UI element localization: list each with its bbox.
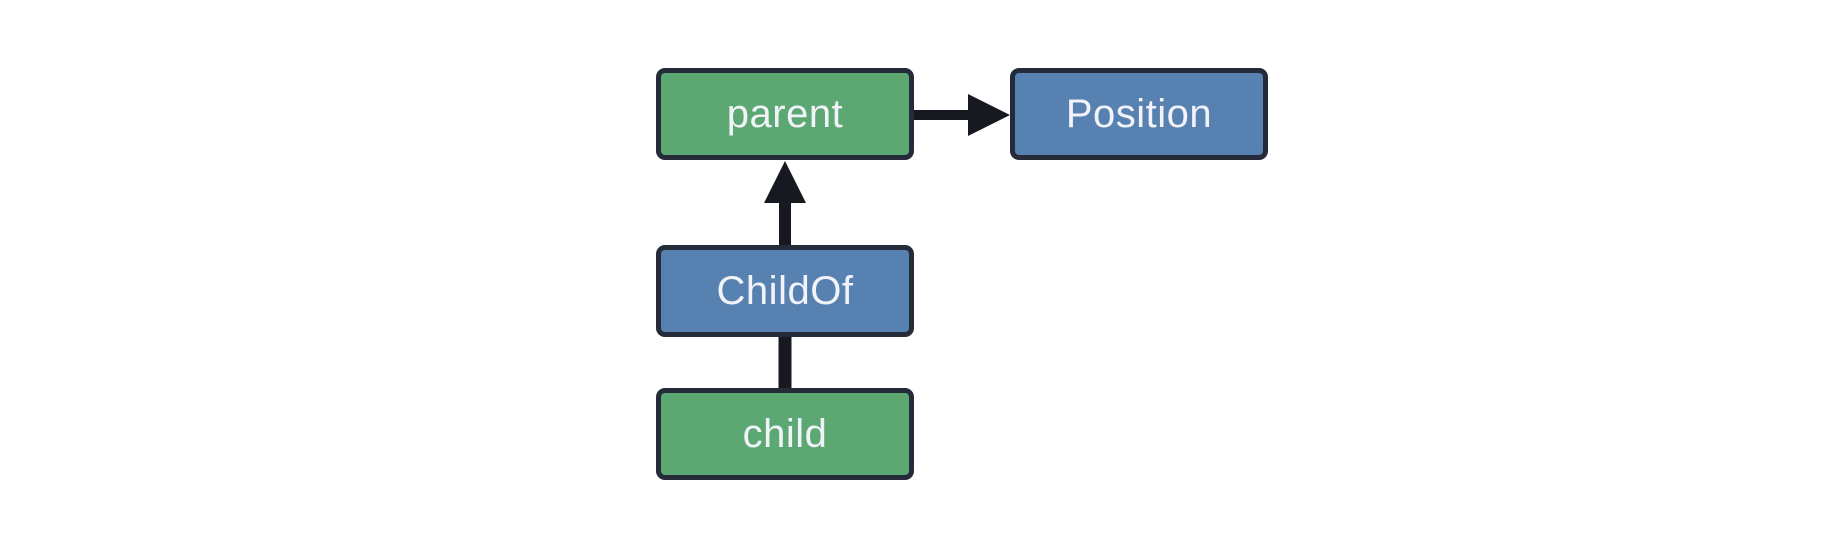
node-parent: parent bbox=[656, 68, 914, 160]
node-parent-label: parent bbox=[726, 92, 844, 136]
edge-parent-to-position bbox=[914, 94, 1010, 136]
node-childof-label: ChildOf bbox=[716, 269, 854, 313]
node-child: child bbox=[656, 388, 914, 480]
arrowhead-right-icon bbox=[968, 94, 1010, 136]
node-childof: ChildOf bbox=[656, 245, 914, 337]
node-child-label: child bbox=[742, 412, 828, 456]
arrowhead-up-icon bbox=[764, 161, 806, 203]
node-position-label: Position bbox=[1065, 92, 1213, 136]
edge-childof-to-parent bbox=[764, 161, 806, 246]
node-position: Position bbox=[1010, 68, 1268, 160]
